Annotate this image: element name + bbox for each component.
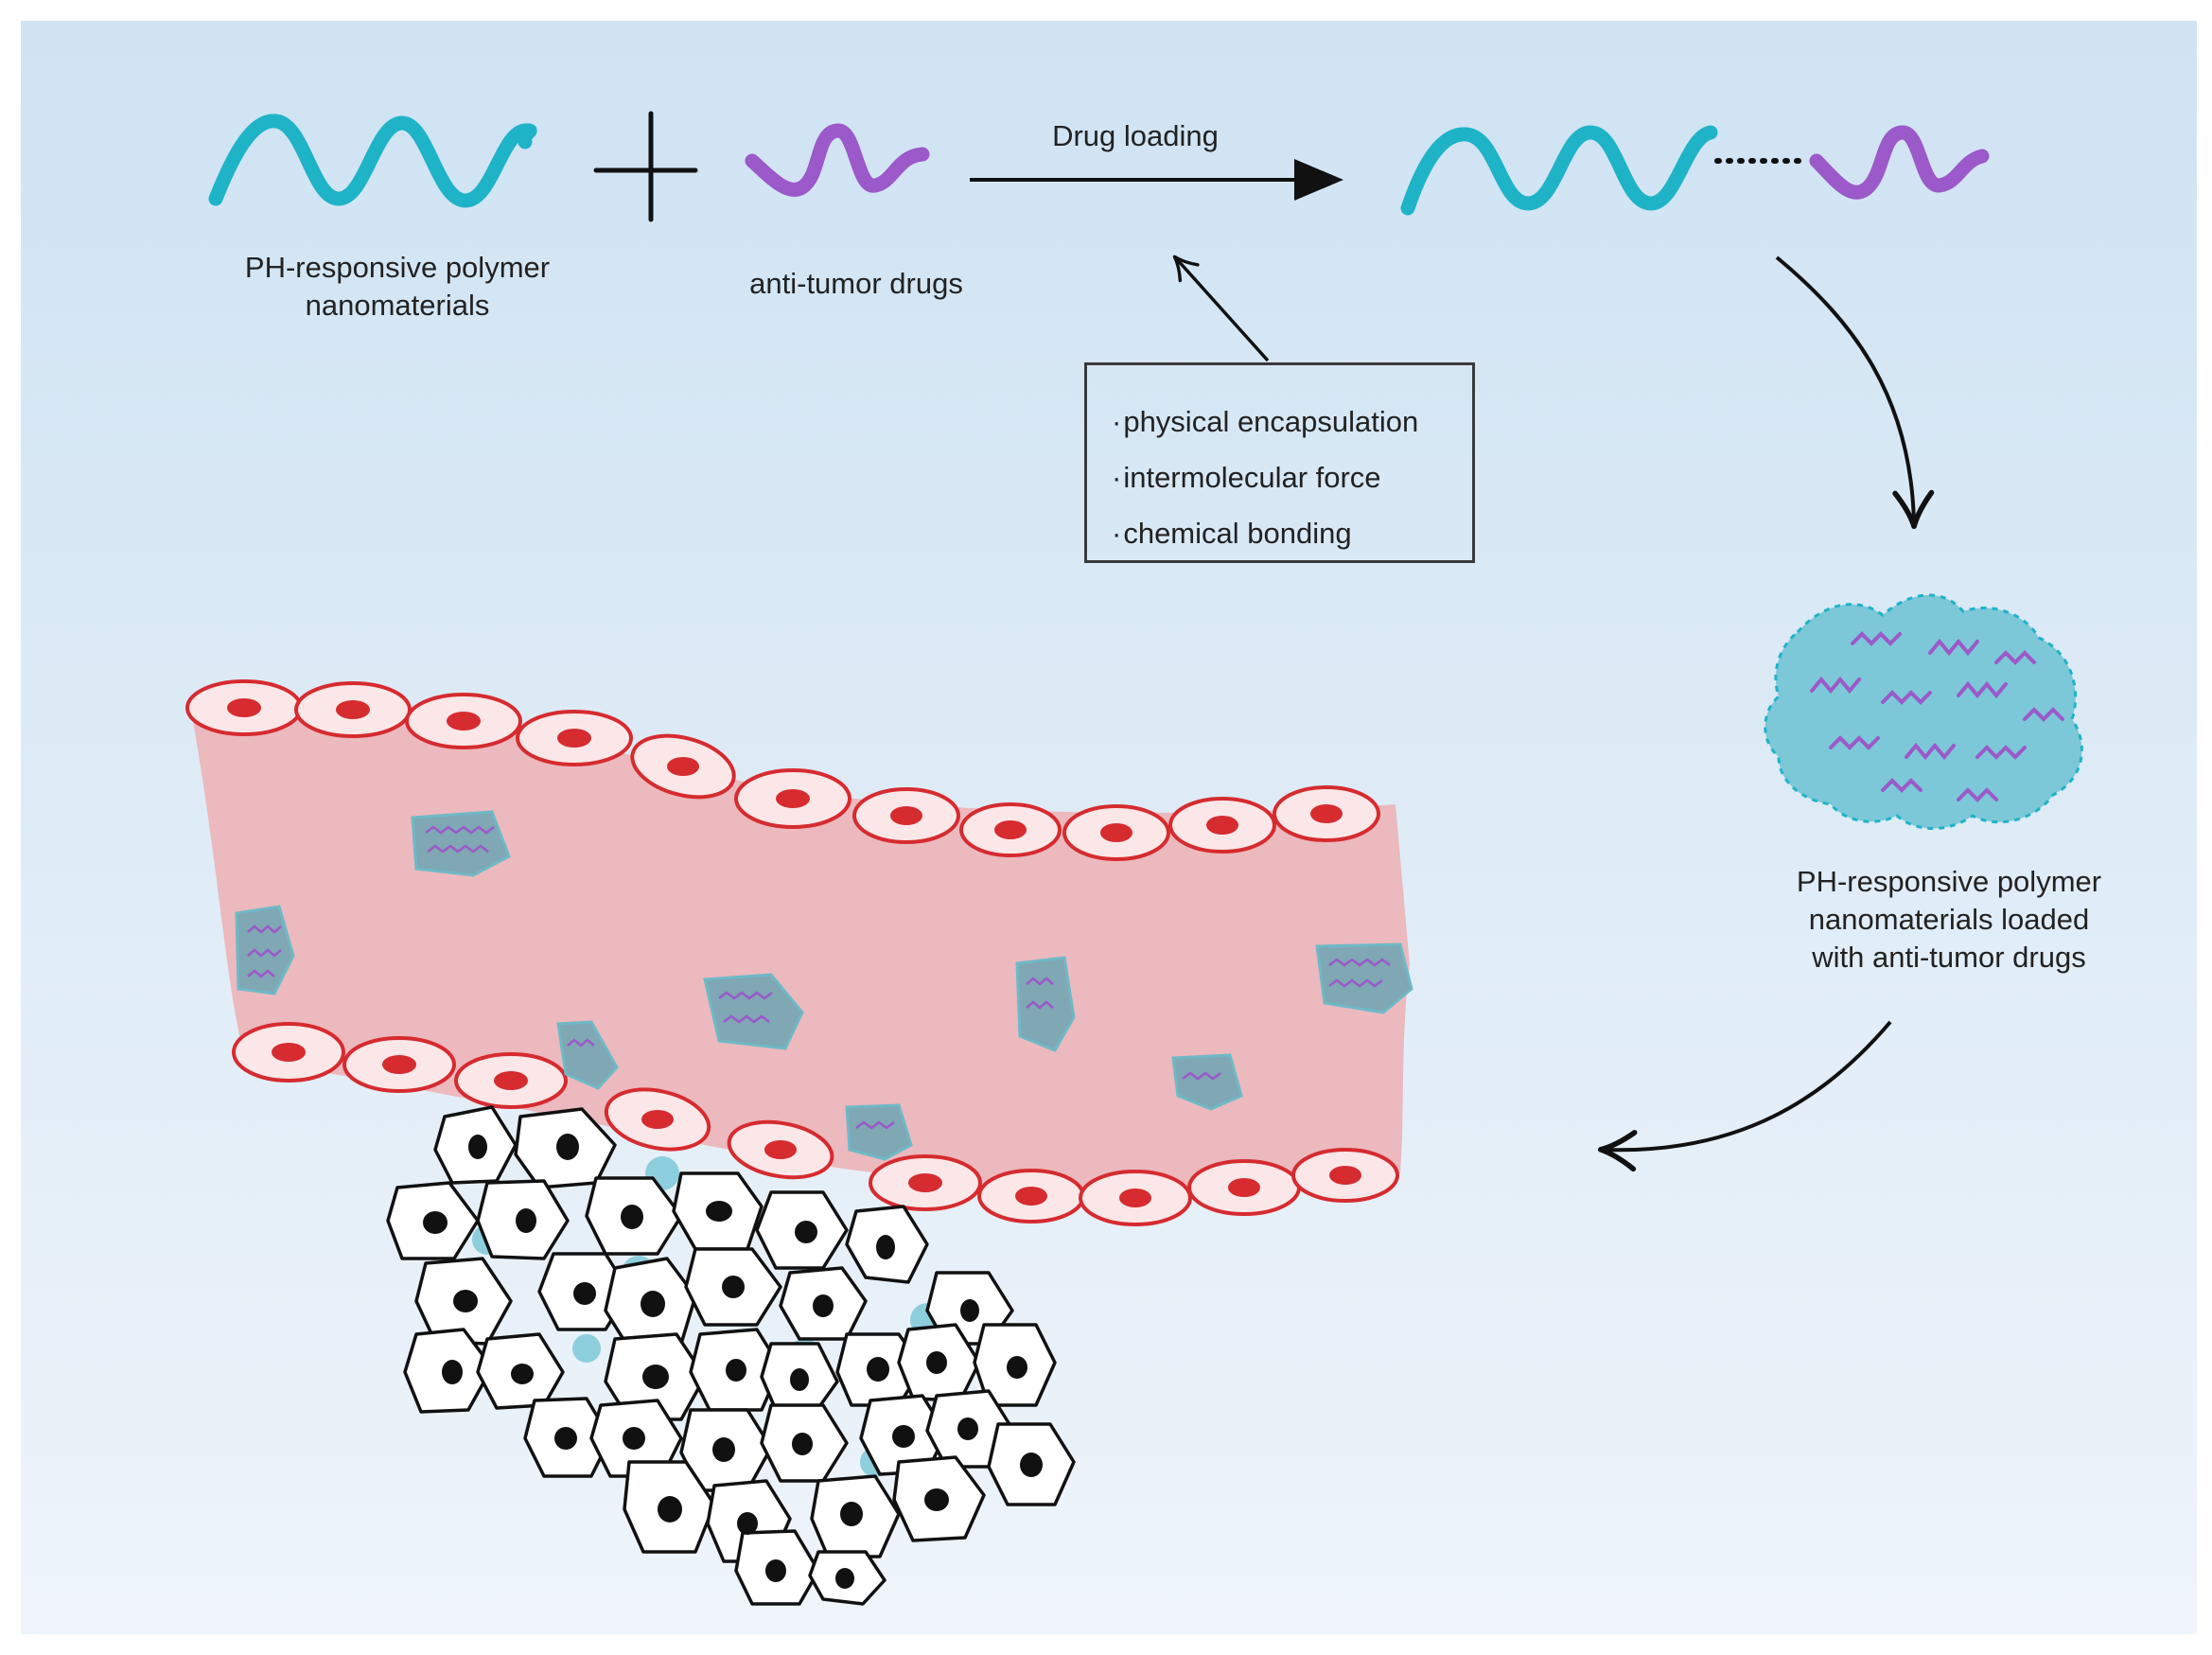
vessel-nanoparticles [235,810,1413,1161]
loaded-label-line-1: PH-responsive polymer [1796,865,2102,898]
wave-polymer-icon [208,114,537,208]
loaded-label-line-2: nanomaterials loaded [1808,903,2090,936]
mechanism-list: physical encapsulation intermolecular fo… [1087,365,1472,561]
tumor-cells [386,1105,1076,1606]
vessel-nanoparticle-drugs [247,825,1391,1130]
drug-loading-label: Drug loading [1052,119,1219,152]
wave-drug-icon [745,123,930,197]
vessel-wall-top-nuclei [227,698,1343,842]
vessel-wall-top [185,679,1380,861]
polymer-label-line-2: nanomaterials [305,289,490,322]
wave-conjugate-drug-icon [1809,125,1990,200]
wave-conjugate-polymer-icon [1400,125,1718,216]
mechanism-pointer-arrow [1172,255,1270,362]
mechanism-box: physical encapsulation intermolecular fo… [1084,362,1475,563]
loaded-label: PH-responsive polymer nanomaterials load… [1760,863,2138,977]
polymer-label: PH-responsive polymer nanomaterials [203,249,591,325]
vessel-wall-bottom-nuclei [272,1043,1361,1207]
loaded-drug-squiggles [1810,631,2064,802]
mechanism-item: intermolecular force [1112,449,1472,505]
tumor-tissue [386,1105,1076,1606]
mechanism-item: physical encapsulation [1112,394,1472,449]
drug-label: anti-tumor drugs [749,267,963,300]
plus-icon [593,111,698,222]
tumor-cell-nuclei [423,1134,1043,1589]
curved-arrow-to-vessel-icon [1598,1020,1892,1172]
arrow-right-head [1294,159,1343,201]
polymer-label-line-1: PH-responsive polymer [244,251,551,284]
mechanism-item: chemical bonding [1112,505,1472,561]
curved-arrow-icon [1775,255,1935,529]
loaded-label-line-3: with anti-tumor drugs [1812,941,2086,974]
